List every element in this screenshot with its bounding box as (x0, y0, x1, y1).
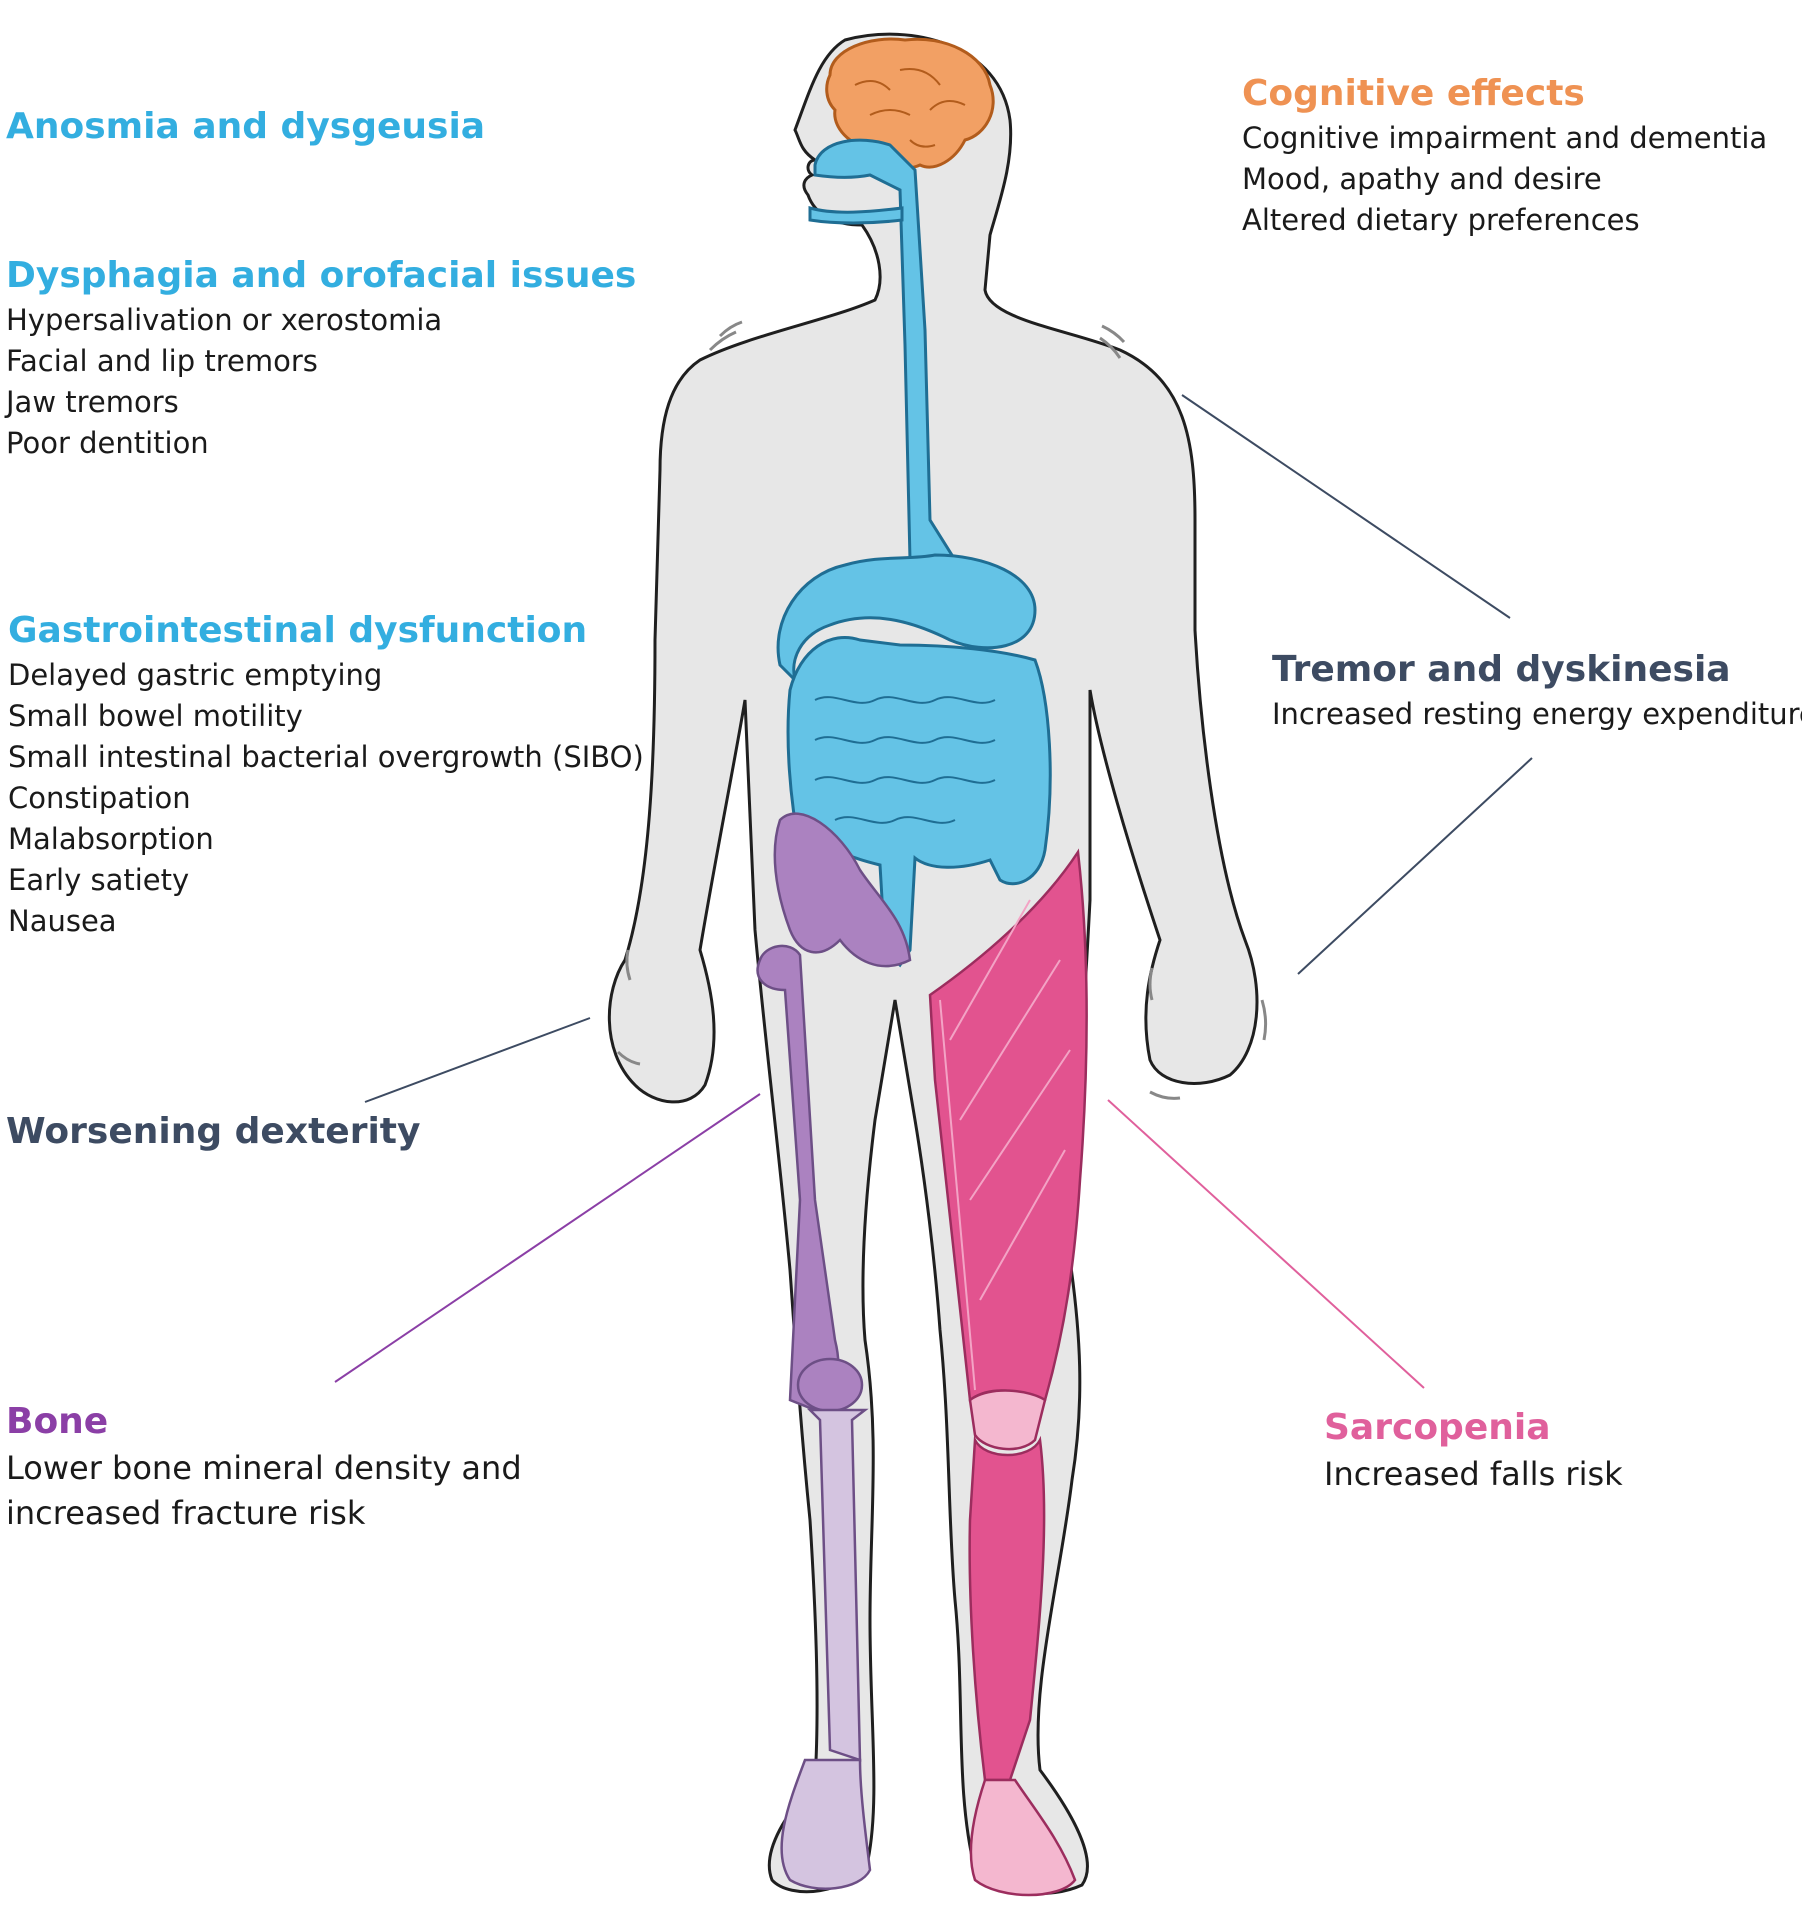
gastro-item: Nausea (8, 904, 117, 938)
anosmia-block: Anosmia and dysgeusia (6, 103, 485, 151)
tremor-title: Tremor and dyskinesia (1272, 649, 1731, 690)
gastro-list: Delayed gastric emptying Small bowel mot… (8, 655, 644, 942)
sarcopenia-list: Increased falls risk (1324, 1452, 1623, 1497)
leader-line-dexterity (364, 1017, 591, 1103)
leader-line-sarcopenia (1107, 1099, 1425, 1389)
gastro-item: Small intestinal bacterial overgrowth (S… (8, 740, 644, 774)
cognitive-item: Mood, apathy and desire (1242, 162, 1602, 196)
dexterity-block: Worsening dexterity (6, 1108, 420, 1156)
cognitive-title: Cognitive effects (1242, 73, 1585, 114)
leader-line-tremor-upper (1181, 394, 1511, 619)
cognitive-item: Altered dietary preferences (1242, 203, 1640, 237)
bone-block: Bone Lower bone mineral density and incr… (6, 1398, 686, 1536)
brain-icon (825, 37, 995, 170)
leg-muscle-icon (928, 848, 1088, 1897)
gastro-item: Constipation (8, 781, 191, 815)
cognitive-block: Cognitive effects Cognitive impairment a… (1242, 70, 1767, 241)
sarcopenia-title: Sarcopenia (1324, 1407, 1551, 1448)
gastro-item: Malabsorption (8, 822, 214, 856)
dysphagia-list: Hypersalivation or xerostomia Facial and… (6, 300, 636, 464)
cognitive-list: Cognitive impairment and dementia Mood, … (1242, 118, 1767, 241)
anosmia-title: Anosmia and dysgeusia (6, 106, 486, 147)
human-body-outline (607, 32, 1259, 1895)
dysphagia-title: Dysphagia and orofacial issues (6, 255, 637, 296)
leader-lines (334, 394, 1533, 1389)
leader-line-tremor-lower (1297, 757, 1533, 975)
gastro-title: Gastrointestinal dysfunction (8, 610, 588, 651)
sarcopenia-block: Sarcopenia Increased falls risk (1324, 1404, 1623, 1497)
leader-line-bone (334, 1093, 761, 1383)
bone-title: Bone (6, 1401, 109, 1442)
dysphagia-item: Jaw tremors (6, 385, 179, 419)
gastro-item: Early satiety (8, 863, 190, 897)
gastro-item: Delayed gastric emptying (8, 658, 383, 692)
tremor-item: Increased resting energy expenditure (1272, 697, 1802, 731)
dysphagia-item: Facial and lip tremors (6, 344, 318, 378)
leg-bone-icon (756, 812, 912, 1890)
bone-description: Lower bone mineral density and increased… (6, 1449, 522, 1532)
sarcopenia-item: Increased falls risk (1324, 1455, 1623, 1493)
tremor-list: Increased resting energy expenditure (1272, 694, 1802, 735)
digestive-tract-icon (776, 138, 1052, 968)
tremor-block: Tremor and dyskinesia Increased resting … (1272, 646, 1802, 735)
dysphagia-item: Hypersalivation or xerostomia (6, 303, 443, 337)
dexterity-title: Worsening dexterity (6, 1111, 421, 1152)
dysphagia-block: Dysphagia and orofacial issues Hypersali… (6, 252, 636, 464)
dysphagia-item: Poor dentition (6, 426, 209, 460)
gastro-block: Gastrointestinal dysfunction Delayed gas… (8, 607, 644, 942)
cognitive-item: Cognitive impairment and dementia (1242, 121, 1768, 155)
tremor-marks (616, 320, 1268, 1100)
gastro-item: Small bowel motility (8, 699, 303, 733)
